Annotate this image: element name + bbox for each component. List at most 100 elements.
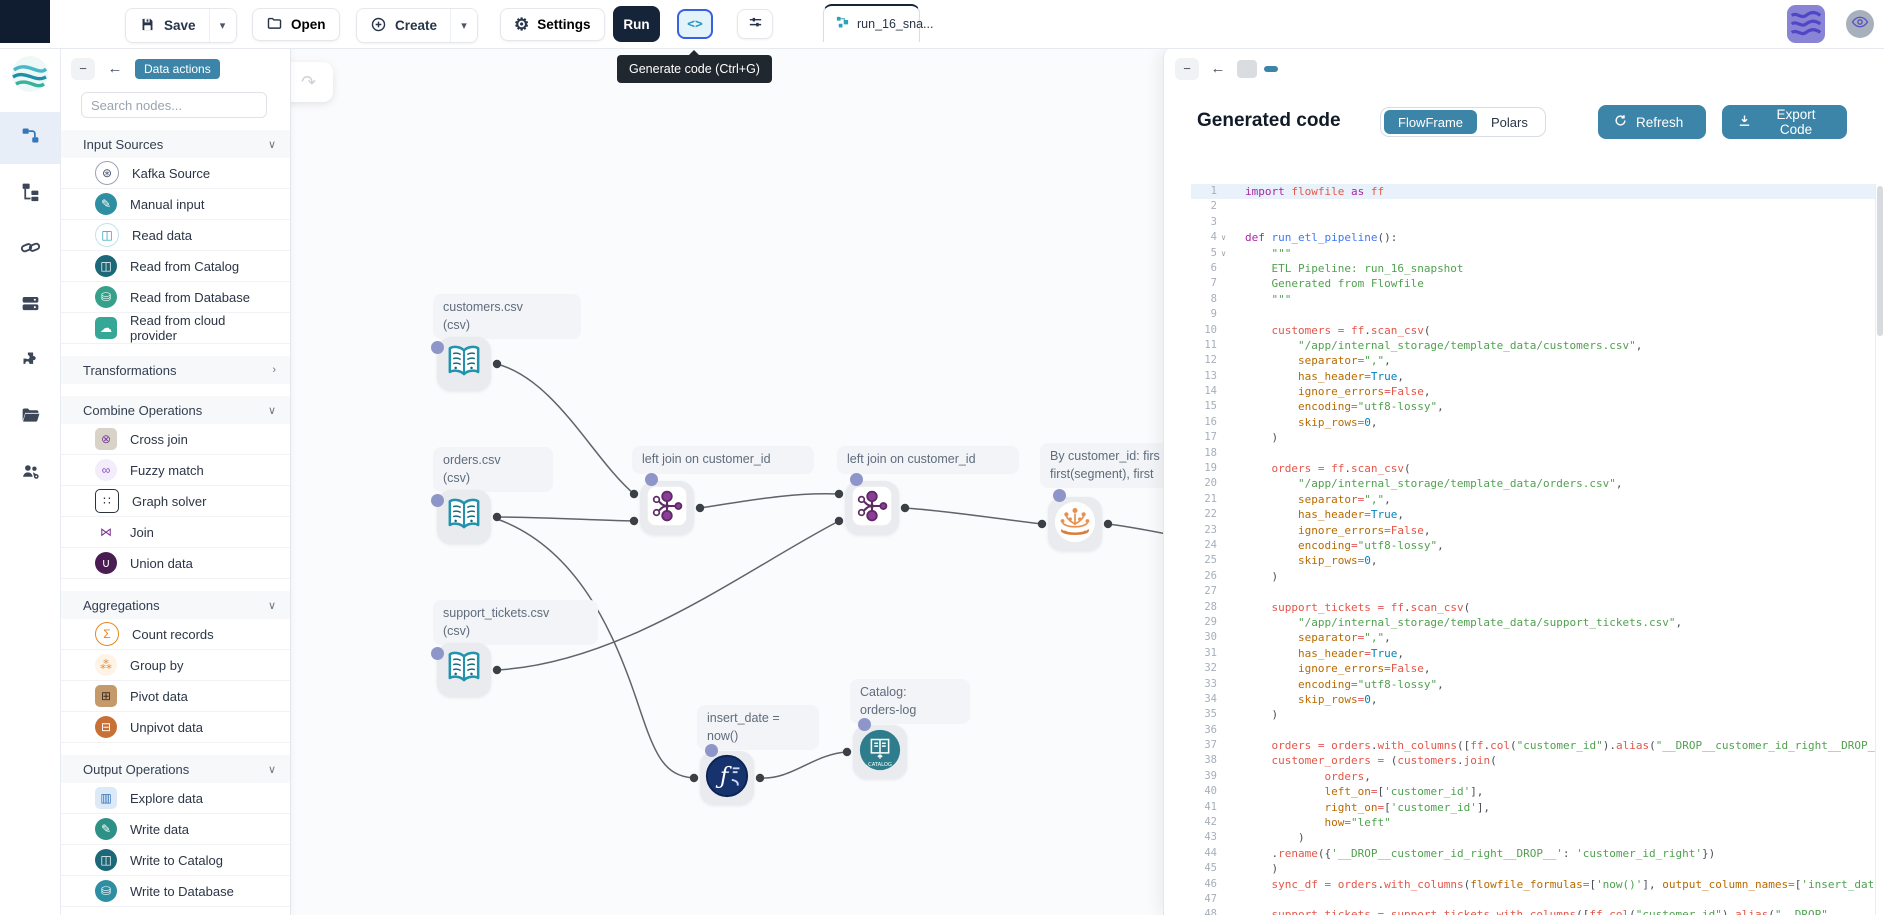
node-port[interactable]	[834, 489, 844, 499]
download-icon	[1737, 113, 1752, 131]
node-label-join-2: left join on customer_id	[837, 446, 1019, 474]
palette-section-input-sources[interactable]: Input Sources∨	[60, 130, 290, 158]
palette-item-explore-data[interactable]: ▥Explore data	[60, 783, 290, 814]
rail-item-connections[interactable]	[0, 224, 60, 276]
palette-item-write-data[interactable]: ✎Write data	[60, 814, 290, 845]
palette-section-output-operations[interactable]: Output Operations∨	[60, 755, 290, 783]
palette-item-graph-solver[interactable]: ∷Graph solver	[60, 486, 290, 517]
palette-item-pivot-data[interactable]: ⊞Pivot data	[60, 681, 290, 712]
palette-item-union-data[interactable]: ∪Union data	[60, 548, 290, 579]
node-catalog-write[interactable]: CATALOG	[853, 725, 907, 779]
line-number: 44	[1204, 846, 1217, 859]
node-orders-csv[interactable]	[437, 490, 491, 544]
fold-gutter	[1217, 384, 1230, 399]
redo-icon[interactable]: ↷	[301, 72, 317, 92]
rail-item-plugins[interactable]	[0, 336, 60, 388]
node-port[interactable]	[900, 503, 910, 513]
collapse-code-panel-button[interactable]: −	[1175, 58, 1199, 80]
node-label-support-tickets-csv: support_tickets.csv(csv)	[433, 600, 598, 645]
node-port[interactable]	[492, 359, 502, 369]
panel-back-arrow-icon[interactable]: ←	[1206, 58, 1230, 80]
node-customers-csv[interactable]	[437, 337, 491, 391]
node-port[interactable]	[1037, 519, 1047, 529]
palette-item-write-to-catalog[interactable]: ◫Write to Catalog	[60, 845, 290, 876]
palette-item-read-from-catalog[interactable]: ◫Read from Catalog	[60, 251, 290, 282]
palette-item-join[interactable]: ⋈Join	[60, 517, 290, 548]
settings-button[interactable]: ⚙ Settings	[500, 8, 605, 41]
line-number: 28	[1204, 600, 1217, 613]
kafka-icon: ⊛	[95, 161, 119, 185]
settings-sliders-button[interactable]	[737, 9, 773, 39]
palette-item-cross-join[interactable]: ⊗Cross join	[60, 424, 290, 455]
brand-logo[interactable]	[1787, 5, 1825, 43]
collapse-panel-button[interactable]: −	[71, 58, 95, 80]
save-dropdown-button[interactable]: ▾	[208, 9, 236, 42]
panel-drag-handle[interactable]	[1237, 60, 1257, 78]
node-port[interactable]	[1103, 519, 1113, 529]
node-join-1[interactable]	[640, 481, 694, 535]
line-number: 42	[1204, 816, 1217, 829]
fold-gutter	[1217, 323, 1230, 338]
node-port[interactable]	[492, 512, 502, 522]
palette-item-write-to-database[interactable]: ⛁Write to Database	[60, 876, 290, 907]
fold-chevron-icon[interactable]: ∨	[1221, 248, 1226, 258]
run-button[interactable]: Run	[613, 6, 660, 42]
search-input[interactable]	[81, 92, 267, 118]
fold-gutter	[1217, 646, 1230, 661]
status-dot-support-tickets-csv	[431, 647, 444, 660]
node-support-tickets-csv[interactable]	[437, 643, 491, 697]
node-port[interactable]	[629, 516, 639, 526]
palette-toolbar: − ← Data actions	[60, 48, 290, 80]
toggle-polars[interactable]: Polars	[1491, 114, 1528, 130]
palette-item-manual-input[interactable]: ✎Manual input	[60, 189, 290, 220]
palette-item-unpivot-data[interactable]: ⊟Unpivot data	[60, 712, 290, 743]
open-button[interactable]: Open	[252, 8, 340, 41]
line-number: 38	[1204, 754, 1217, 767]
node-port[interactable]	[695, 503, 705, 513]
refresh-button[interactable]: Refresh	[1598, 105, 1706, 139]
tab-run-16-snapshot[interactable]: run_16_sna...	[823, 4, 933, 42]
node-port[interactable]	[492, 665, 502, 675]
node-port[interactable]	[689, 773, 699, 783]
palette-section-aggregations[interactable]: Aggregations∨	[60, 591, 290, 619]
rail-item-flow-editor[interactable]	[0, 112, 60, 164]
export-code-button[interactable]: Export Code	[1722, 105, 1847, 139]
palette-item-kafka-source[interactable]: ⊛Kafka Source	[60, 158, 290, 189]
generate-code-button[interactable]: <>	[677, 9, 713, 39]
palette-item-read-from-database[interactable]: ⛁Read from Database	[60, 282, 290, 313]
node-port[interactable]	[629, 489, 639, 499]
back-arrow-icon[interactable]: ←	[103, 58, 127, 80]
palette-item-fuzzy-match[interactable]: ∞Fuzzy match	[60, 455, 290, 486]
fold-gutter	[1217, 199, 1230, 214]
fold-chevron-icon[interactable]: ∨	[1221, 233, 1226, 243]
palette-item-read-from-cloud-provider[interactable]: ☁Read from cloud provider	[60, 313, 290, 344]
rail-item-databases[interactable]	[0, 280, 60, 332]
palette-item-group-by[interactable]: ⁂Group by	[60, 650, 290, 681]
node-port[interactable]	[755, 773, 765, 783]
user-avatar[interactable]	[1846, 10, 1874, 38]
node-port[interactable]	[842, 747, 852, 757]
app-logo[interactable]	[10, 54, 50, 94]
node-formula[interactable]: ƒ	[700, 751, 754, 805]
flow-tab-icon	[835, 15, 850, 33]
formula-icon: ƒ	[704, 753, 750, 804]
node-join-2[interactable]	[845, 481, 899, 535]
save-button[interactable]: Save	[126, 9, 209, 42]
palette-item-read-data[interactable]: ◫Read data	[60, 220, 290, 251]
rail-item-project-tree[interactable]	[0, 168, 60, 220]
refresh-icon	[1613, 113, 1628, 131]
rail-item-files[interactable]	[0, 392, 60, 444]
count-records-icon: Σ	[95, 622, 119, 646]
create-button[interactable]: Create	[357, 9, 451, 42]
node-group-by[interactable]	[1048, 497, 1102, 551]
palette-section-combine-operations[interactable]: Combine Operations∨	[60, 396, 290, 424]
node-port[interactable]	[834, 516, 844, 526]
palette-section-transformations[interactable]: Transformations›	[60, 356, 290, 384]
create-dropdown-button[interactable]: ▾	[450, 9, 478, 42]
code-scrollbar[interactable]	[1875, 184, 1884, 915]
toggle-flowframe[interactable]: FlowFrame	[1384, 110, 1478, 134]
code-scrollbar-thumb[interactable]	[1877, 186, 1883, 336]
rail-item-team[interactable]	[0, 448, 60, 500]
